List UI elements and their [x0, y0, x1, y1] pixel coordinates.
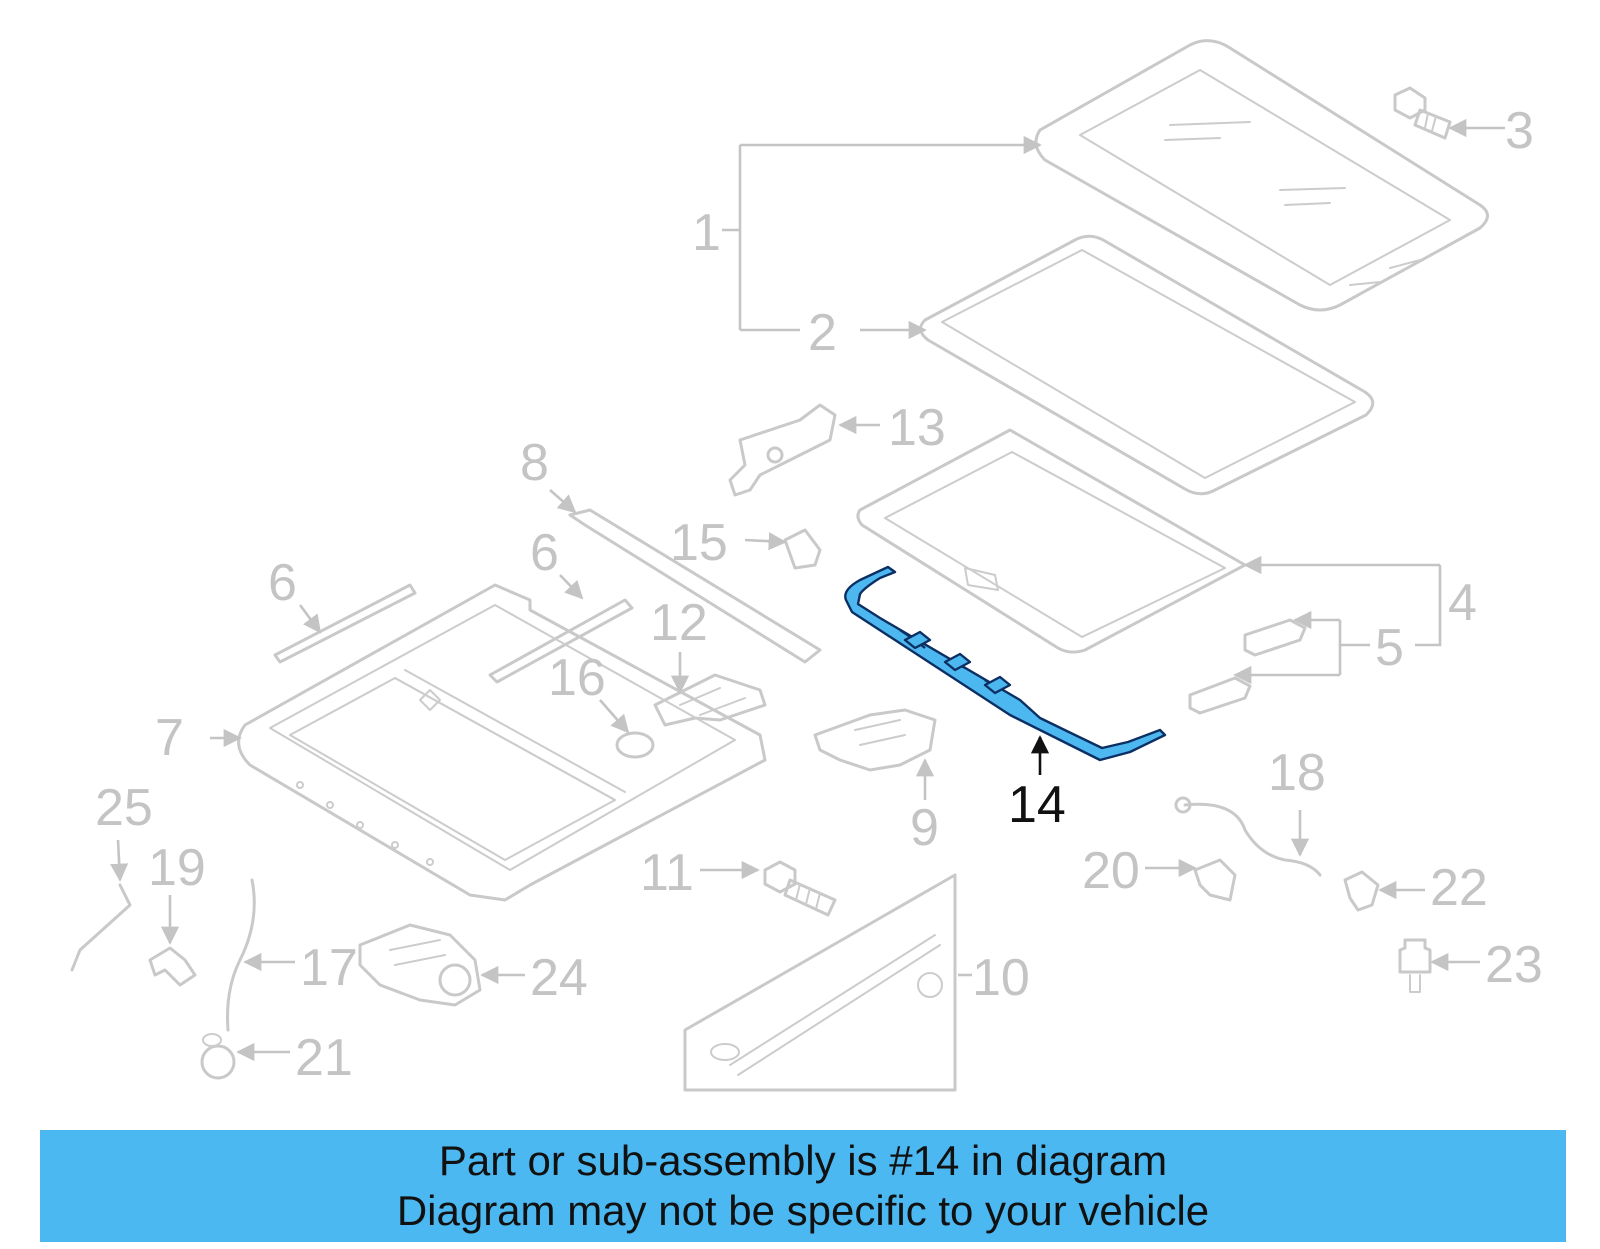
part-6-left-strip [273, 583, 417, 664]
callout-3: 3 [1505, 102, 1534, 160]
callout-7: 7 [155, 709, 184, 767]
leader-lines [110, 118, 1505, 1062]
part-19-clip [148, 946, 197, 987]
callout-25: 25 [95, 779, 153, 837]
part-6-middle-strip [488, 598, 634, 684]
callout-labels: 1 2 3 4 5 6 6 7 8 9 10 11 12 13 14 15 16… [95, 102, 1543, 1087]
part-3-bolt [1393, 86, 1452, 140]
callout-20: 20 [1082, 842, 1140, 900]
callout-9: 9 [910, 799, 939, 857]
part-18-hose [1174, 796, 1322, 877]
part-17-hose [226, 878, 256, 1032]
callout-8: 8 [520, 434, 549, 492]
part-14-highlighted-rail [844, 565, 1167, 762]
banner-line-2: Diagram may not be specific to your vehi… [396, 1187, 1210, 1234]
callout-6-left: 6 [268, 554, 297, 612]
callout-17: 17 [300, 939, 358, 997]
part-16-cap [615, 731, 655, 759]
callout-19: 19 [148, 839, 206, 897]
callout-18: 18 [1268, 744, 1326, 802]
part-9-bracket [813, 708, 937, 772]
callout-1: 1 [692, 204, 721, 262]
callout-23: 23 [1485, 936, 1543, 994]
part-24-motor [358, 923, 482, 1007]
callout-21: 21 [295, 1029, 353, 1087]
part-2-glass-seal [919, 234, 1375, 496]
part-25-hose [70, 883, 132, 972]
info-banner: Part or sub-assembly is #14 in diagram D… [40, 1130, 1566, 1242]
part-12-bracket [653, 673, 767, 727]
callout-22: 22 [1430, 859, 1488, 917]
part-21-grommet [200, 1033, 236, 1080]
part-11-bolt [763, 860, 837, 917]
callout-16: 16 [548, 649, 606, 707]
banner-line-1: Part or sub-assembly is #14 in diagram [438, 1137, 1168, 1184]
callout-14: 14 [1008, 776, 1066, 834]
part-23-fastener [1398, 938, 1432, 993]
callout-6-middle: 6 [530, 524, 559, 582]
part-1-glass-panel [1034, 39, 1489, 312]
callout-4: 4 [1448, 574, 1477, 632]
part-5-guides [1188, 618, 1307, 715]
part-15-clip [783, 528, 822, 570]
part-4-sunshade [856, 428, 1247, 654]
callout-11: 11 [640, 844, 694, 902]
callout-24: 24 [530, 949, 588, 1007]
part-20-clip [1193, 858, 1237, 902]
callout-13: 13 [888, 399, 946, 457]
callout-2: 2 [808, 304, 837, 362]
callout-10: 10 [972, 949, 1030, 1007]
part-8-rail [568, 508, 822, 664]
callout-15: 15 [670, 514, 728, 572]
part-10-track-inset [683, 873, 957, 1092]
callout-5: 5 [1375, 619, 1404, 677]
part-22-clip [1343, 870, 1380, 912]
callout-12: 12 [650, 594, 708, 652]
part-13-bracket [728, 403, 837, 497]
